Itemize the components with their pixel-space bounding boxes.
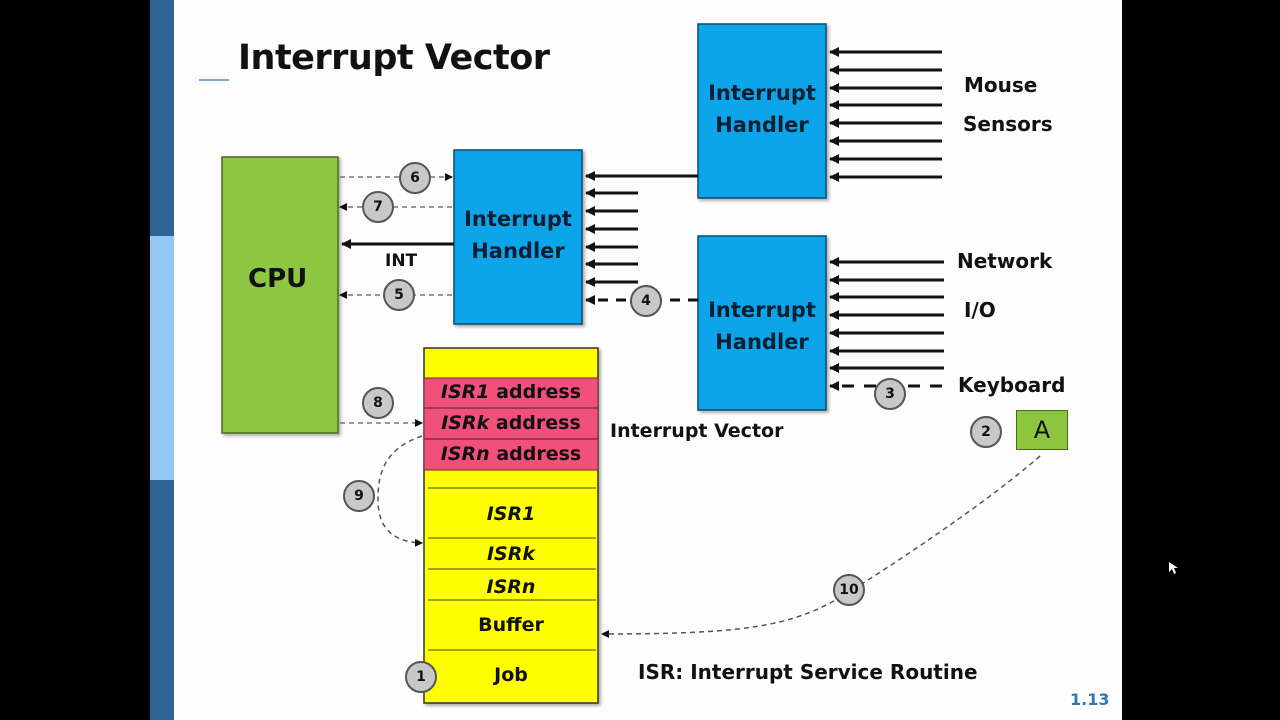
int-label: INT [385, 251, 418, 271]
main-interrupt-handler-box [453, 149, 583, 325]
handler-label-line: Handler [715, 113, 809, 137]
handler-label-line: Handler [471, 239, 565, 263]
key-a-box: A [1016, 410, 1068, 450]
step-2-badge: 2 [970, 416, 1002, 448]
page-number: 1.13 [1070, 690, 1110, 709]
slide-side-bar-highlight [150, 236, 174, 480]
vector-entry-name: ISRn [440, 443, 490, 465]
isr-footnote: ISR: Interrupt Service Routine [638, 660, 978, 684]
step-8-badge: 8 [362, 387, 394, 419]
vector-entry-suffix: address [496, 381, 582, 403]
main-handler-input-lines [585, 188, 638, 287]
step-3-badge: 3 [874, 378, 906, 410]
step-5-badge: 5 [383, 279, 415, 311]
interrupt-vector-region [423, 377, 599, 471]
source-io: I/O [964, 298, 996, 322]
main-handler-label: Interrupt Handler [454, 203, 582, 267]
vector-entry-name: ISR1 [440, 381, 490, 403]
bottom-interrupt-handler-box [697, 235, 827, 411]
memory-region-label: ISR1 [486, 503, 536, 525]
handler-label-line: Interrupt [708, 81, 816, 105]
step-6-badge: 6 [399, 162, 431, 194]
memory-region-label: ISRn [486, 576, 536, 598]
title-accent-line [199, 79, 229, 81]
handler-label-line: Interrupt [464, 207, 572, 231]
source-keyboard: Keyboard [958, 373, 1066, 397]
memory-region-isrk: ISRk [424, 543, 598, 565]
bottom-handler-label: Interrupt Handler [698, 294, 826, 358]
bottom-handler-input-lines [829, 257, 944, 373]
top-interrupt-handler-box [697, 23, 827, 199]
mouse-cursor-icon [1169, 562, 1178, 574]
handler-label-line: Handler [715, 330, 809, 354]
top-handler-label: Interrupt Handler [698, 77, 826, 141]
step-10-badge: 10 [833, 574, 865, 606]
step-4-badge: 4 [630, 285, 662, 317]
cpu-box [221, 156, 339, 434]
handler-label-line: Interrupt [708, 298, 816, 322]
vector-entry-isr1: ISR1 address [424, 381, 598, 403]
step-1-badge: 1 [405, 661, 437, 693]
memory-region-job: Job [494, 664, 528, 686]
vector-entry-name: ISRk [441, 412, 490, 434]
slide-side-bar [150, 480, 174, 720]
memory-region-buffer: Buffer [478, 614, 544, 636]
vector-entry-isrn: ISRn address [424, 443, 598, 465]
cpu-label: CPU [248, 264, 308, 294]
step-9-badge: 9 [343, 480, 375, 512]
memory-region-isr1: ISR1 [424, 503, 598, 525]
step-7-badge: 7 [362, 191, 394, 223]
memory-region-label: ISRk [486, 543, 536, 565]
source-network: Network [957, 249, 1053, 273]
source-mouse: Mouse [964, 73, 1038, 97]
top-handler-input-lines [829, 47, 942, 182]
vector-entry-suffix: address [495, 412, 581, 434]
source-sensors: Sensors [963, 112, 1053, 136]
step-10-arrow [601, 455, 1041, 638]
memory-region-isrn: ISRn [424, 576, 598, 598]
step-9-arrow [377, 435, 423, 547]
interrupt-vector-label: Interrupt Vector [610, 420, 784, 442]
slide-title: Interrupt Vector [238, 38, 550, 78]
vector-entry-suffix: address [496, 443, 582, 465]
slide-side-bar [150, 0, 174, 236]
vector-entry-isrk: ISRk address [424, 412, 598, 434]
